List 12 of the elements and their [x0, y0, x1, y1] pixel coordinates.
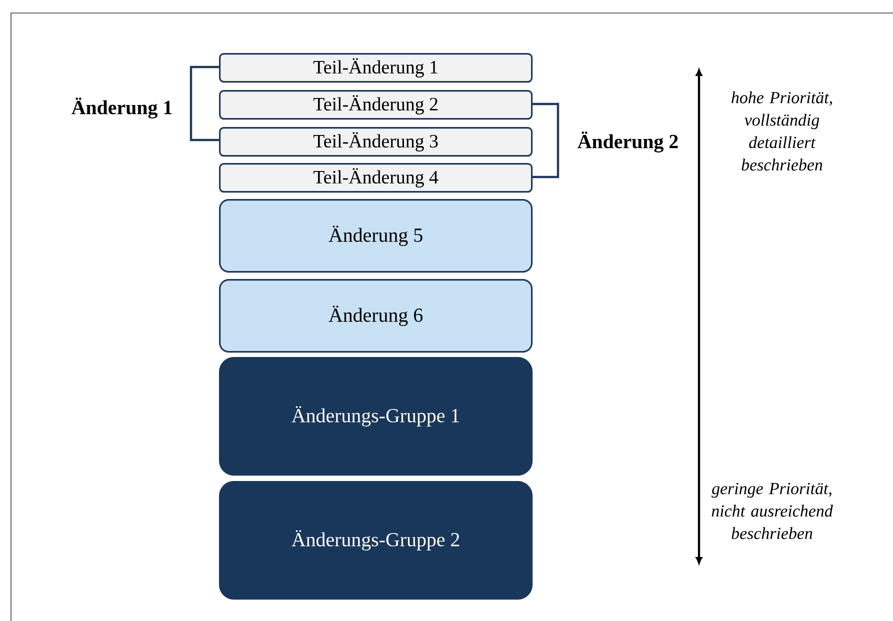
group-label: Änderung 1	[72, 98, 172, 118]
note-text: hohe Priorität, vollständig detailliert beschrieben	[732, 91, 832, 171]
sub-change-box: Teil-Änderung 3	[219, 127, 533, 157]
note-text: geringe Priorität, nicht ausreichend beschrieben	[712, 482, 833, 540]
change-box: Änderung 6	[219, 279, 533, 353]
sub-change-box: Teil-Änderung 2	[219, 90, 533, 120]
sub-change-box: Teil-Änderung 4	[219, 163, 533, 193]
change-group-box: Änderungs-Gruppe 1	[219, 357, 533, 476]
change-box: Änderung 5	[219, 199, 533, 273]
group-label: Änderung 2	[578, 132, 678, 152]
change-group-box: Änderungs-Gruppe 2	[219, 481, 533, 600]
sub-change-box: Teil-Änderung 1	[219, 53, 533, 83]
